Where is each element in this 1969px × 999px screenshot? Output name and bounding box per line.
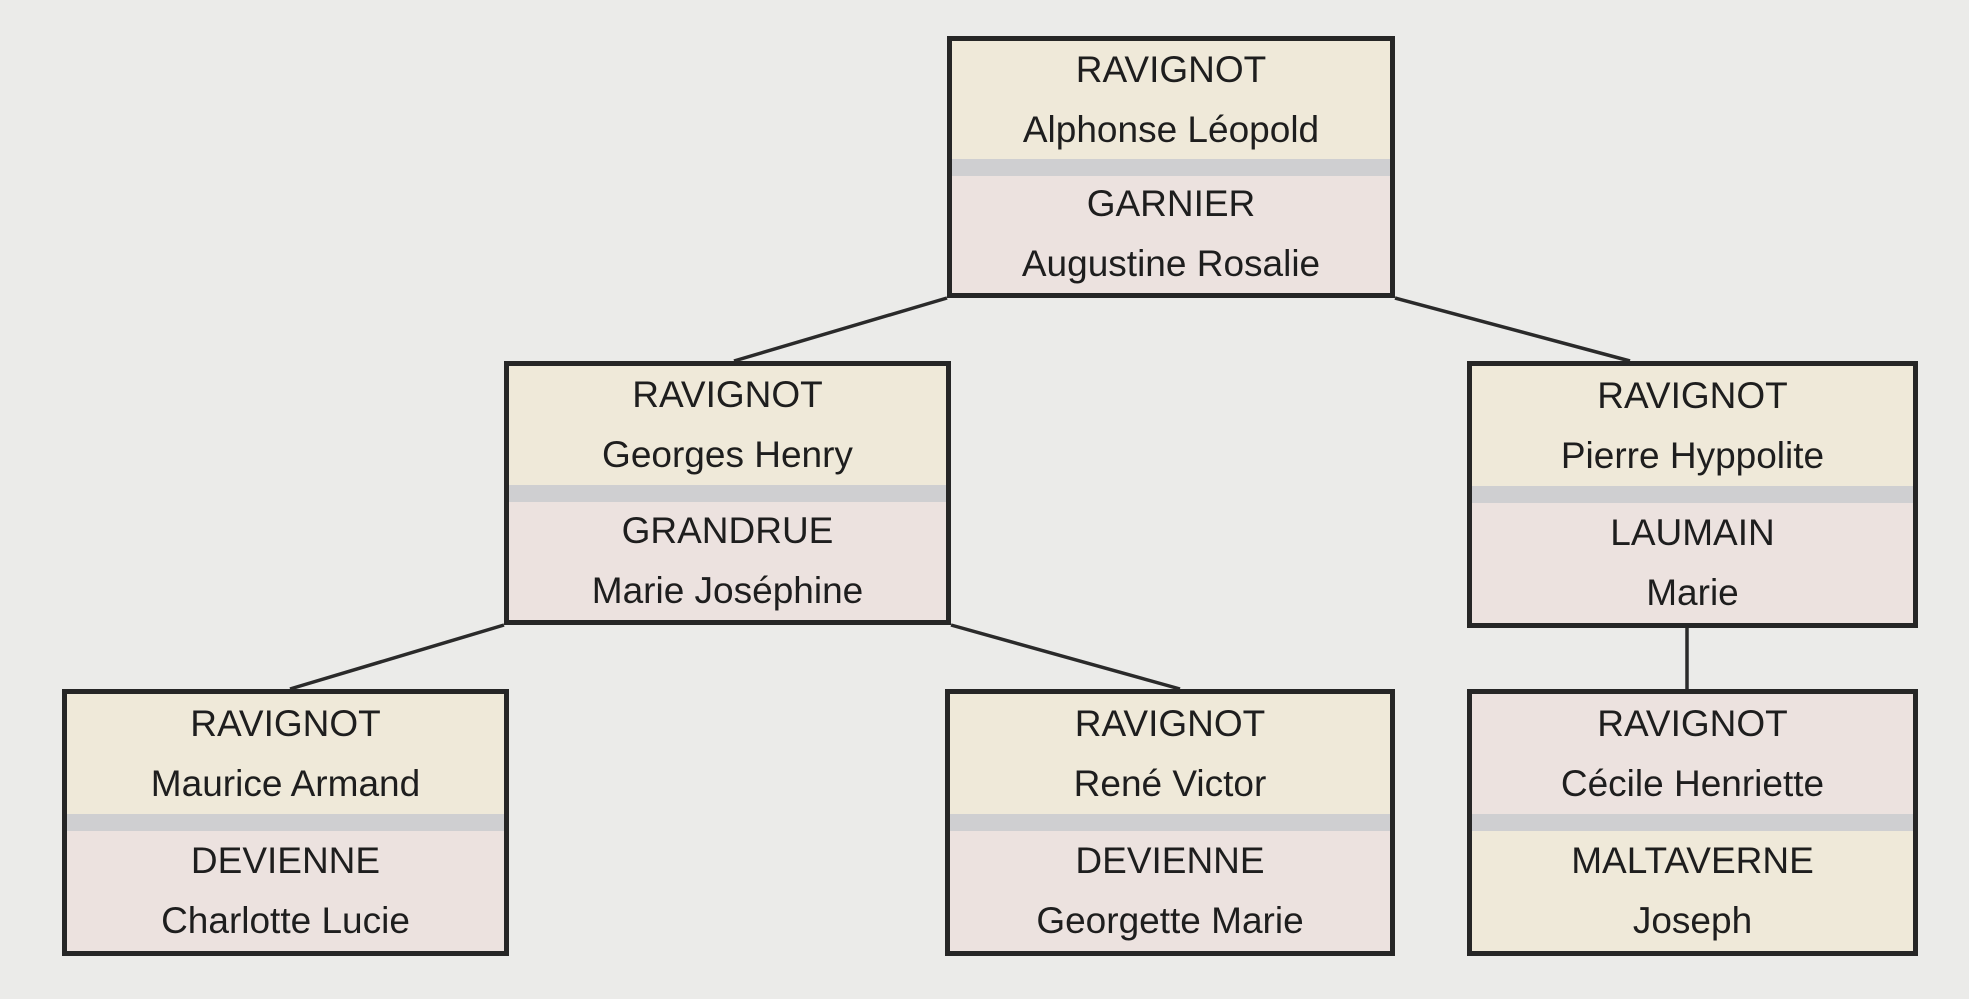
- couple-node-rene: RAVIGNOT René Victor DEVIENNE Georgette …: [945, 689, 1395, 956]
- couple-node-georges: RAVIGNOT Georges Henry GRANDRUE Marie Jo…: [504, 361, 951, 625]
- person-augustine: GARNIER Augustine Rosalie: [952, 175, 1390, 293]
- person-alphonse: RAVIGNOT Alphonse Léopold: [952, 41, 1390, 159]
- surname: RAVIGNOT: [190, 703, 381, 744]
- couple-separator: [1472, 814, 1913, 831]
- couple-node-maurice: RAVIGNOT Maurice Armand DEVIENNE Charlot…: [62, 689, 509, 956]
- surname: RAVIGNOT: [1597, 375, 1788, 416]
- couple-separator: [67, 814, 504, 831]
- surname: RAVIGNOT: [1597, 703, 1788, 744]
- given-name: Augustine Rosalie: [1021, 243, 1321, 285]
- person-joseph: MALTAVERNE Joseph: [1472, 831, 1913, 951]
- couple-separator: [950, 814, 1390, 831]
- couple-node-pierre: RAVIGNOT Pierre Hyppolite LAUMAIN Marie: [1467, 361, 1918, 628]
- person-rene: RAVIGNOT René Victor: [950, 694, 1390, 814]
- person-marie-josephine: GRANDRUE Marie Joséphine: [509, 501, 946, 620]
- person-charlotte: DEVIENNE Charlotte Lucie: [67, 831, 504, 951]
- given-name: Marie Joséphine: [591, 569, 864, 611]
- connector-root-to-pierre: [1394, 296, 1631, 363]
- couple-node-root: RAVIGNOT Alphonse Léopold GARNIER August…: [947, 36, 1395, 298]
- given-name: Pierre Hyppolite: [1560, 435, 1825, 476]
- connector-root-to-georges: [733, 296, 948, 363]
- surname: GRANDRUE: [621, 509, 834, 551]
- couple-separator: [1472, 486, 1913, 503]
- given-name: Charlotte Lucie: [161, 900, 410, 941]
- given-name: Maurice Armand: [150, 763, 421, 804]
- surname: RAVIGNOT: [1074, 703, 1266, 744]
- connector-georges-to-rene: [950, 623, 1181, 691]
- person-cecile: RAVIGNOT Cécile Henriette: [1472, 694, 1913, 814]
- given-name: René Victor: [1073, 763, 1267, 804]
- couple-separator: [509, 484, 946, 502]
- person-pierre: RAVIGNOT Pierre Hyppolite: [1472, 366, 1913, 486]
- person-marie-laumain: LAUMAIN Marie: [1472, 503, 1913, 623]
- given-name: Georgette Marie: [1036, 900, 1304, 941]
- given-name: Georges Henry: [602, 434, 853, 476]
- surname: MALTAVERNE: [1571, 840, 1814, 881]
- person-maurice: RAVIGNOT Maurice Armand: [67, 694, 504, 814]
- couple-node-cecile: RAVIGNOT Cécile Henriette MALTAVERNE Jos…: [1467, 689, 1918, 956]
- surname: GARNIER: [1086, 183, 1256, 225]
- given-name: Joseph: [1632, 900, 1753, 941]
- given-name: Alphonse Léopold: [1022, 108, 1320, 150]
- given-name: Cécile Henriette: [1560, 763, 1825, 804]
- person-georges: RAVIGNOT Georges Henry: [509, 366, 946, 485]
- given-name: Marie: [1646, 572, 1739, 613]
- person-georgette: DEVIENNE Georgette Marie: [950, 831, 1390, 951]
- surname: DEVIENNE: [190, 840, 381, 881]
- surname: DEVIENNE: [1075, 840, 1265, 881]
- surname: RAVIGNOT: [1075, 48, 1267, 90]
- surname: LAUMAIN: [1610, 512, 1775, 553]
- surname: RAVIGNOT: [632, 374, 823, 416]
- connector-georges-to-maurice: [289, 623, 505, 691]
- couple-separator: [952, 158, 1390, 176]
